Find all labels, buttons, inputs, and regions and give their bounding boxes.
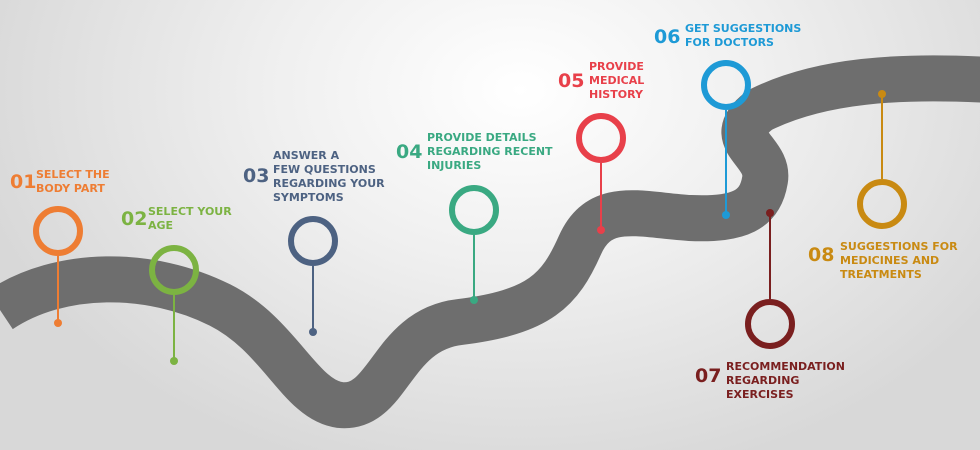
step-marker-02 <box>149 245 199 365</box>
step-label: PROVIDE MEDICAL HISTORY <box>589 60 644 102</box>
marker-dot <box>878 90 886 98</box>
step-label-line: TREATMENTS <box>840 268 922 281</box>
step-number: 04 <box>396 141 423 163</box>
step-label-line: SELECT THE <box>36 168 110 181</box>
step-number: 03 <box>243 165 270 187</box>
step-label-line: RECOMMENDATION <box>726 360 845 373</box>
step-label-line: PROVIDE DETAILS <box>427 131 537 144</box>
step-marker-03 <box>288 216 338 336</box>
step-label-line: SYMPTOMS <box>273 191 344 204</box>
step-label-line: MEDICAL <box>589 74 645 87</box>
step-label: SELECT YOUR AGE <box>148 205 232 233</box>
step-label-line: HISTORY <box>589 88 643 101</box>
step-label: GET SUGGESTIONS FOR DOCTORS <box>685 22 801 50</box>
step-label: ANSWER A FEW QUESTIONS REGARDING YOUR SY… <box>273 149 385 205</box>
marker-ring <box>576 113 626 163</box>
step-label: PROVIDE DETAILS REGARDING RECENT INJURIE… <box>427 131 553 173</box>
step-number: 07 <box>695 365 722 387</box>
marker-ring <box>288 216 338 266</box>
step-number: 08 <box>808 244 835 266</box>
markers-layer <box>33 60 907 365</box>
step-label-line: AGE <box>148 219 174 232</box>
step-label-line: REGARDING <box>726 374 800 387</box>
marker-ring <box>33 206 83 256</box>
marker-dot <box>54 319 62 327</box>
step-label-line: SUGGESTIONS FOR <box>840 240 958 253</box>
step-label-line: BODY PART <box>36 182 105 195</box>
winding-road <box>0 55 980 429</box>
step-marker-04 <box>449 185 499 304</box>
step-label-line: EXERCISES <box>726 388 794 401</box>
marker-ring <box>745 299 795 349</box>
step-number: 06 <box>654 26 681 48</box>
step-marker-08 <box>857 90 907 229</box>
marker-dot <box>470 296 478 304</box>
step-label: RECOMMENDATION REGARDING EXERCISES <box>726 360 845 402</box>
step-label-line: FEW QUESTIONS <box>273 163 376 176</box>
step-label-line: SELECT YOUR <box>148 205 232 218</box>
marker-dot <box>309 328 317 336</box>
step-number: 02 <box>121 208 148 230</box>
step-label: SELECT THE BODY PART <box>36 168 110 196</box>
marker-ring <box>857 179 907 229</box>
step-marker-05 <box>576 113 626 234</box>
marker-ring <box>149 245 199 295</box>
step-label-line: ANSWER A <box>273 149 340 162</box>
step-number: 01 <box>10 171 37 193</box>
step-label-line: INJURIES <box>427 159 482 172</box>
step-label-line: MEDICINES AND <box>840 254 940 267</box>
marker-ring <box>449 185 499 235</box>
marker-dot <box>766 209 774 217</box>
marker-dot <box>722 211 730 219</box>
step-label-line: GET SUGGESTIONS <box>685 22 802 35</box>
step-label-line: FOR DOCTORS <box>685 36 774 49</box>
step-marker-07 <box>745 209 795 349</box>
step-marker-06 <box>701 60 751 219</box>
step-number: 05 <box>558 70 585 92</box>
marker-dot <box>170 357 178 365</box>
step-marker-01 <box>33 206 83 327</box>
step-label: SUGGESTIONS FOR MEDICINES AND TREATMENTS <box>840 240 958 282</box>
step-label-line: PROVIDE <box>589 60 644 73</box>
step-label-line: REGARDING YOUR <box>273 177 385 190</box>
marker-ring <box>701 60 751 110</box>
step-label-line: REGARDING RECENT <box>427 145 553 158</box>
marker-dot <box>597 226 605 234</box>
